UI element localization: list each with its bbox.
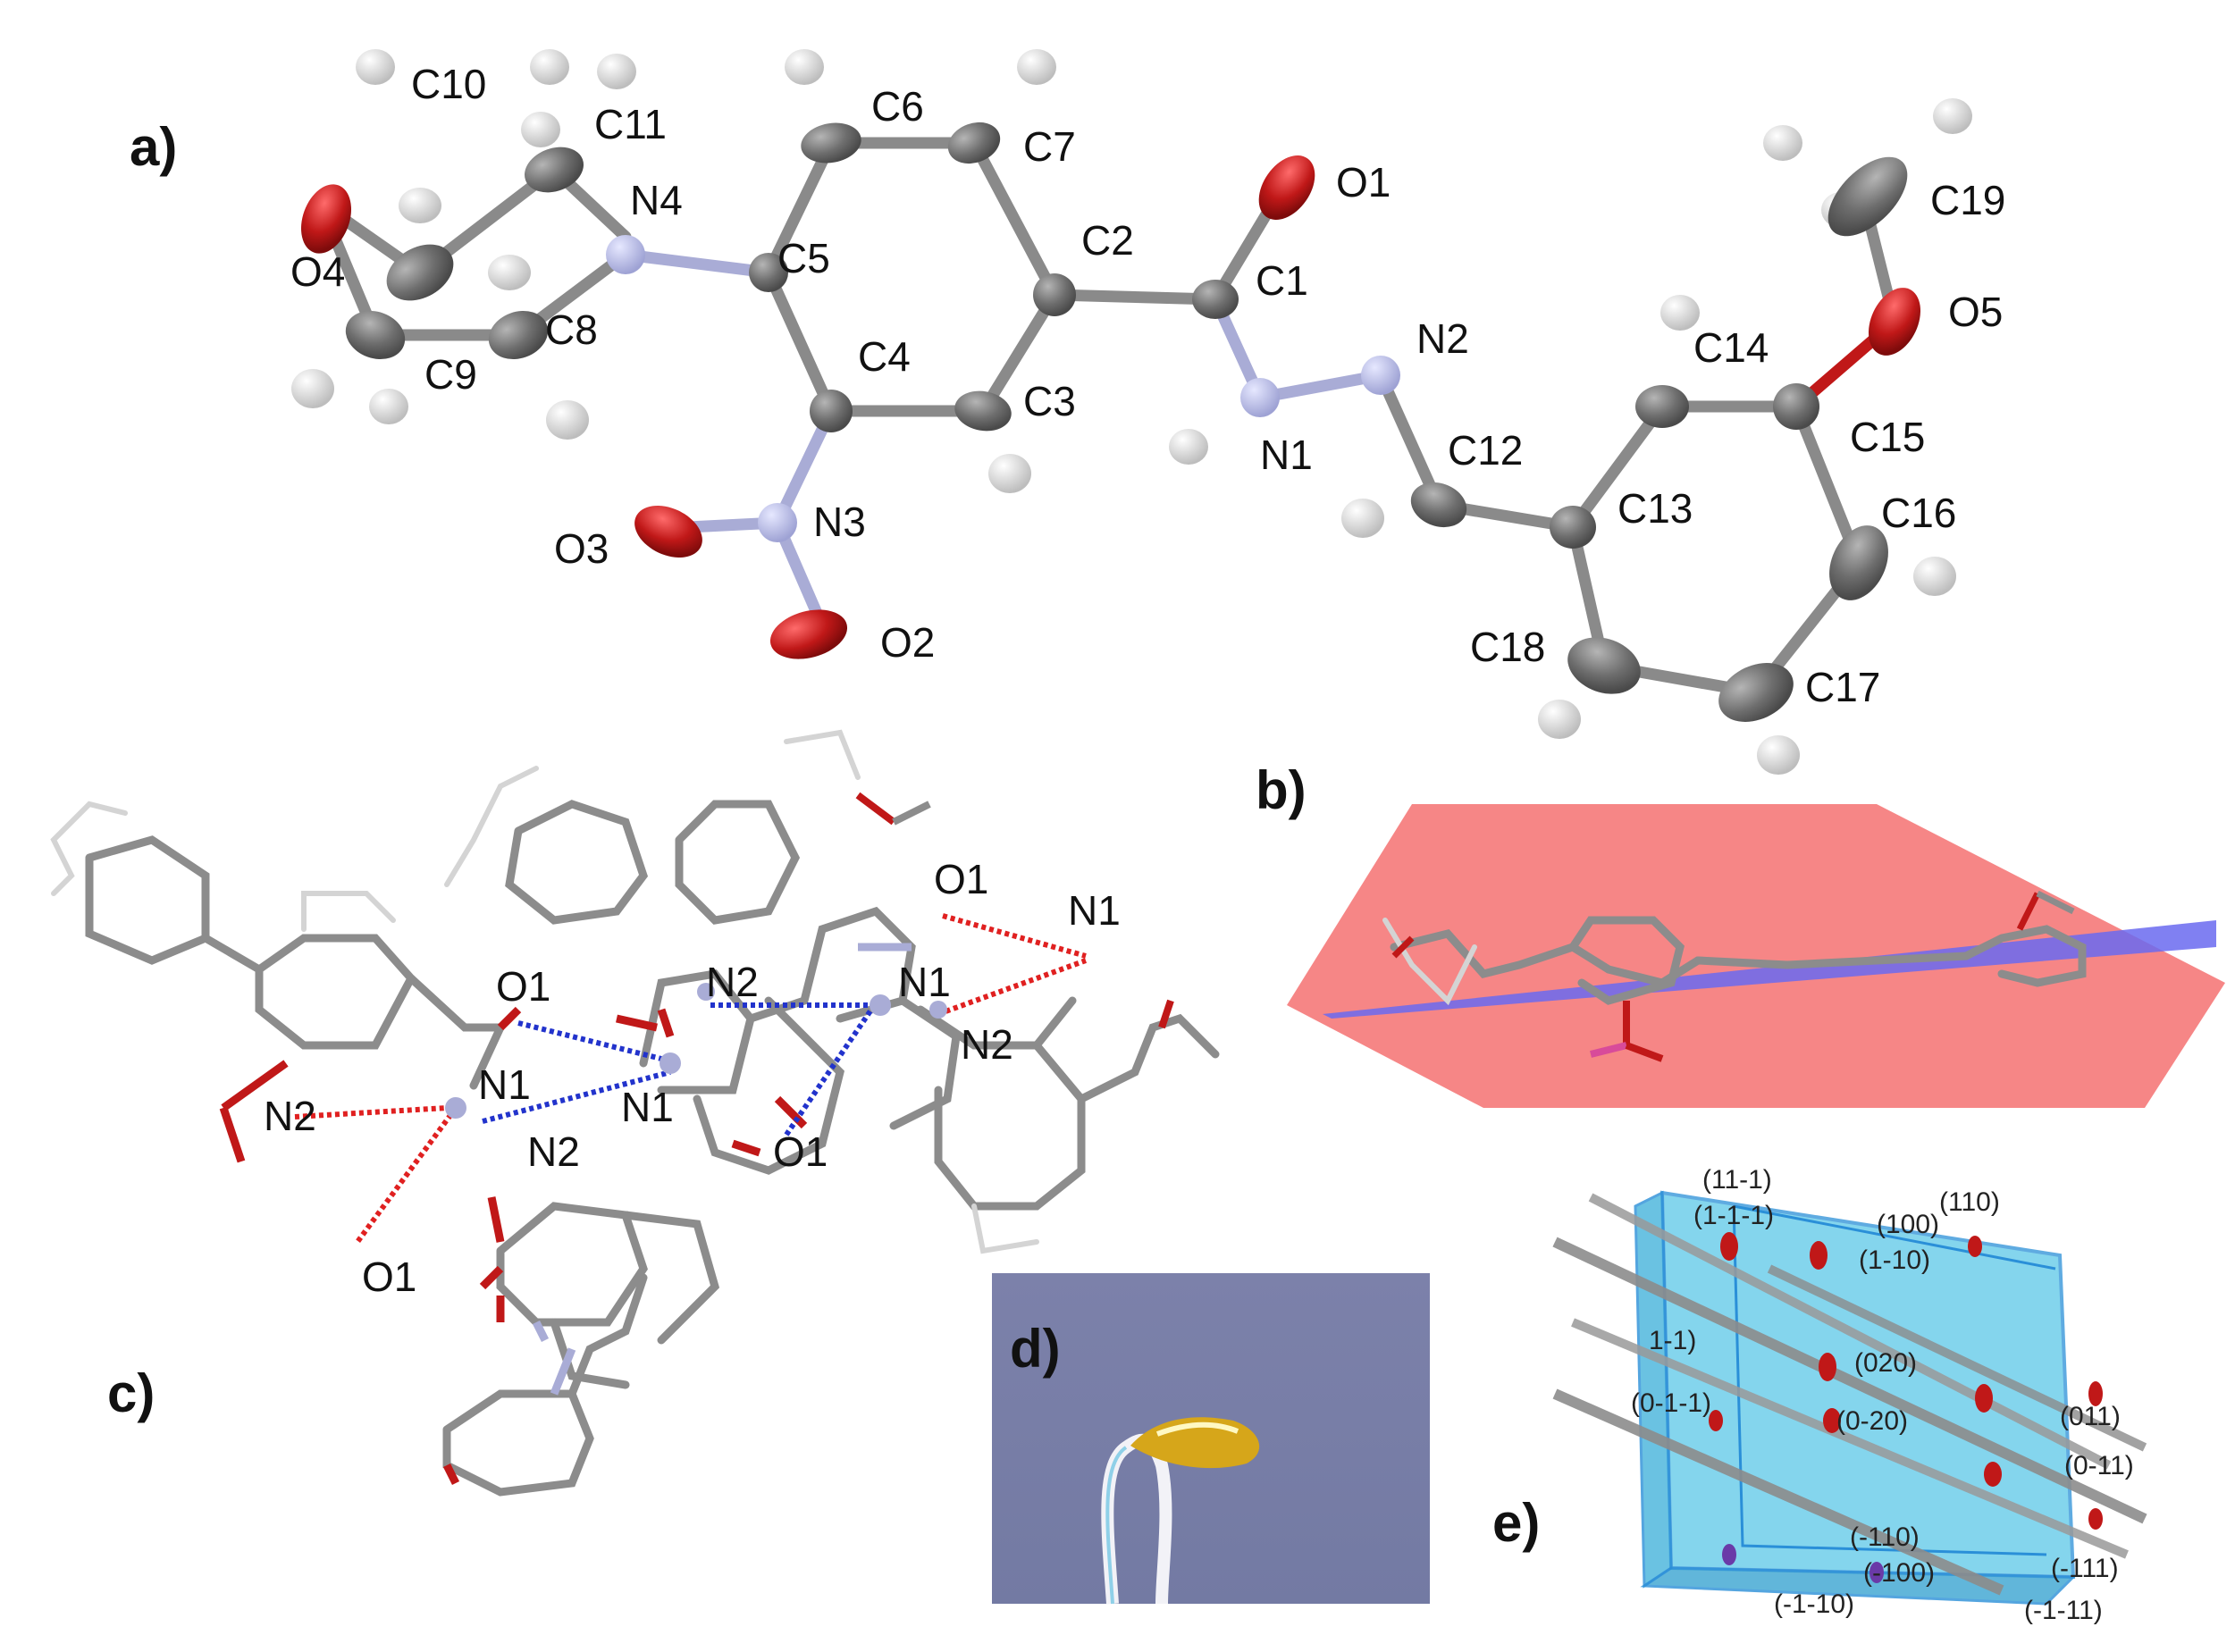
- atom-label-C2: C2: [1081, 217, 1134, 264]
- hkl-110: (110): [1939, 1187, 2000, 1217]
- atom-label-C8: C8: [545, 306, 598, 353]
- c-label-N2-right: N2: [961, 1021, 1013, 1068]
- atom-label-C17: C17: [1805, 664, 1880, 710]
- panel-b-red-plane: [1287, 804, 2225, 1108]
- hkl-0-11: (0-11): [2064, 1451, 2134, 1480]
- hkl-100: (100): [1877, 1210, 1939, 1239]
- hkl-1-1-partial: 1-1): [1649, 1326, 1696, 1355]
- atom-label-O4: O4: [290, 248, 345, 295]
- hkl--1-10: (-1-10): [1774, 1589, 1854, 1619]
- c-label-O1-bottom: O1: [362, 1254, 416, 1300]
- hkl-011: (011): [2060, 1402, 2121, 1431]
- hkl--110: (-110): [1850, 1522, 1920, 1552]
- panel-a-label: a): [130, 117, 177, 177]
- atom-label-N1: N1: [1260, 432, 1313, 478]
- panel-d-label: d): [1010, 1319, 1061, 1379]
- atom-label-O3: O3: [554, 525, 609, 572]
- panel-c-molecule-left: [50, 801, 522, 1163]
- c-label-N1-topright: N1: [1068, 887, 1121, 934]
- panel-e-label: e): [1492, 1493, 1540, 1553]
- atom-label-C1: C1: [1256, 257, 1308, 304]
- atom-label-C10: C10: [411, 61, 486, 107]
- atom-label-N3: N3: [813, 499, 866, 545]
- atom-label-C13: C13: [1617, 485, 1693, 532]
- panel-c-n-atoms: [445, 983, 947, 1119]
- panel-b-molecule: [1382, 890, 2087, 1062]
- atom-label-C18: C18: [1470, 624, 1545, 670]
- panel-a-atoms: [291, 49, 1972, 775]
- atom-label-C5: C5: [777, 235, 830, 281]
- panel-c-packing: c) O1 N1 N2 N1 O1 N2 N1 N1 N2 O1 N2 O1: [50, 729, 1220, 1497]
- atom-label-C9: C9: [424, 351, 477, 398]
- hkl-0-1-1: (0-1-1): [1631, 1388, 1711, 1418]
- atom-label-C15: C15: [1850, 414, 1925, 460]
- c-label-N2-center: N2: [527, 1128, 580, 1175]
- hkl--111: (-111): [2051, 1554, 2119, 1583]
- atom-label-O5: O5: [1948, 289, 2003, 335]
- c-label-N2-mid: N2: [706, 959, 759, 1005]
- atom-label-C3: C3: [1023, 378, 1076, 424]
- panel-a-molecule: a) C10 C11 C6 C7 O1 C19 N4 C5 C2 C1 O4 C…: [130, 49, 2005, 775]
- c-label-N1-left: N1: [478, 1061, 531, 1108]
- atom-label-C12: C12: [1448, 427, 1523, 474]
- atom-label-N4: N4: [630, 177, 683, 223]
- c-label-N1-center: N1: [621, 1084, 674, 1130]
- c-label-N1-mid: N1: [898, 959, 951, 1005]
- panel-c-label: c): [107, 1363, 155, 1423]
- atom-label-C16: C16: [1881, 490, 1956, 536]
- hkl-11-1: (11-1): [1702, 1165, 1772, 1195]
- hkl-1-10: (1-10): [1859, 1245, 1930, 1275]
- atom-label-C6: C6: [871, 83, 924, 130]
- c-label-O1-top: O1: [934, 856, 988, 902]
- panel-c-molecule-right: [916, 996, 1220, 1254]
- atom-label-O2: O2: [880, 619, 935, 666]
- atom-label-N2: N2: [1416, 315, 1469, 362]
- hkl--100: (-100): [1863, 1558, 1935, 1588]
- panel-e-molecule-chains: [1552, 1193, 2147, 1596]
- atom-label-C7: C7: [1023, 123, 1076, 170]
- atom-label-C4: C4: [858, 333, 911, 380]
- atom-label-C11: C11: [594, 101, 667, 147]
- hkl-1-1-1: (1-1-1): [1693, 1201, 1774, 1230]
- panel-b-label: b): [1256, 760, 1307, 820]
- panel-c-molecule-center: [442, 729, 961, 1497]
- hkl-0-20: (0-20): [1836, 1406, 1908, 1436]
- atom-label-C19: C19: [1930, 177, 2005, 223]
- panel-b-planes: b): [1256, 760, 2225, 1108]
- hkl-020: (020): [1854, 1348, 1917, 1378]
- atom-label-C14: C14: [1693, 324, 1769, 371]
- atom-label-O1: O1: [1336, 159, 1391, 205]
- panel-c-hbonds: [294, 913, 1088, 1244]
- c-label-N2-left: N2: [264, 1093, 316, 1139]
- c-label-O1-left: O1: [496, 963, 550, 1010]
- panel-d-photo: d): [992, 1273, 1430, 1605]
- c-label-O1-center: O1: [773, 1128, 828, 1175]
- panel-e-unit-cell: e) (11-1) (1-1-1) (100) (110) (1-10) 1-1…: [1492, 1165, 2147, 1625]
- hkl--1-11: (-1-11): [2024, 1596, 2103, 1625]
